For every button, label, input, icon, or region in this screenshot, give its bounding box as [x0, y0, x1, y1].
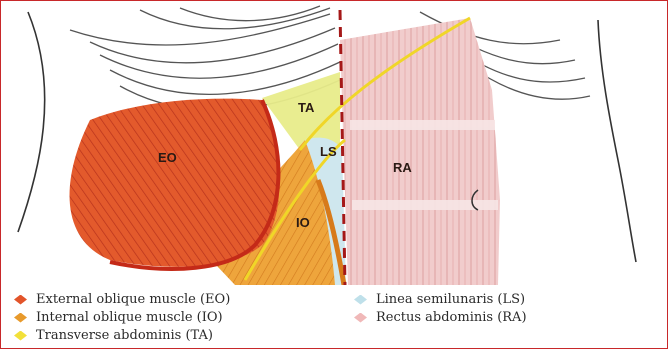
label-ls: LS	[320, 144, 337, 159]
io-swatch-icon	[14, 313, 27, 323]
legend-item-eo: External oblique muscle (EO)	[14, 292, 230, 307]
label-ta: TA	[298, 100, 315, 115]
legend-item-ta: Transverse abdominis (TA)	[14, 328, 213, 343]
label-ra: RA	[393, 160, 412, 175]
legend-item-io: Internal oblique muscle (IO)	[14, 310, 223, 325]
ta-swatch-icon	[14, 331, 27, 341]
legend: External oblique muscle (EO) Internal ob…	[14, 288, 664, 348]
external-oblique-region	[70, 99, 280, 267]
legend-label-io: Internal oblique muscle (IO)	[36, 310, 223, 325]
rectus-abdominis-region	[340, 18, 500, 285]
legend-label-ls: Linea semilunaris (LS)	[376, 292, 525, 307]
label-eo: EO	[158, 150, 177, 165]
eo-swatch-icon	[14, 295, 27, 305]
legend-item-ra: Rectus abdominis (RA)	[354, 310, 527, 325]
ra-swatch-icon	[354, 313, 367, 323]
abdominal-wall-illustration: TA EO LS RA IO	[0, 0, 670, 285]
legend-label-ra: Rectus abdominis (RA)	[376, 310, 527, 325]
legend-label-ta: Transverse abdominis (TA)	[36, 328, 213, 343]
legend-item-ls: Linea semilunaris (LS)	[354, 292, 525, 307]
legend-label-eo: External oblique muscle (EO)	[36, 292, 230, 307]
ls-swatch-icon	[354, 295, 367, 305]
label-io: IO	[296, 215, 310, 230]
